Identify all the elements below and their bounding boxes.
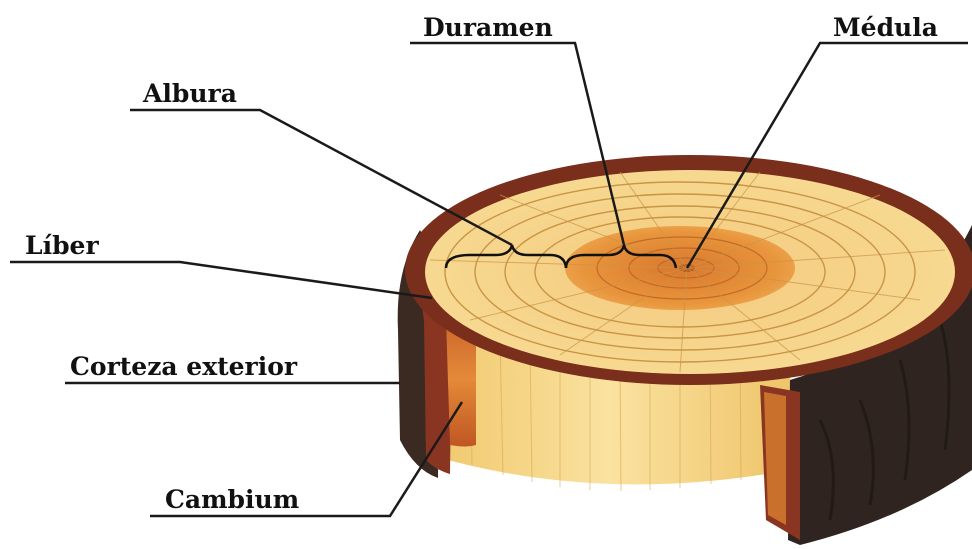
liber-leader xyxy=(10,262,432,298)
label-corteza-exterior: Corteza exterior xyxy=(70,352,298,381)
label-cambium: Cambium xyxy=(165,485,299,514)
label-liber: Líber xyxy=(25,231,99,260)
label-duramen: Duramen xyxy=(423,13,553,42)
label-medula: Médula xyxy=(833,13,938,42)
label-albura: Albura xyxy=(142,79,237,108)
